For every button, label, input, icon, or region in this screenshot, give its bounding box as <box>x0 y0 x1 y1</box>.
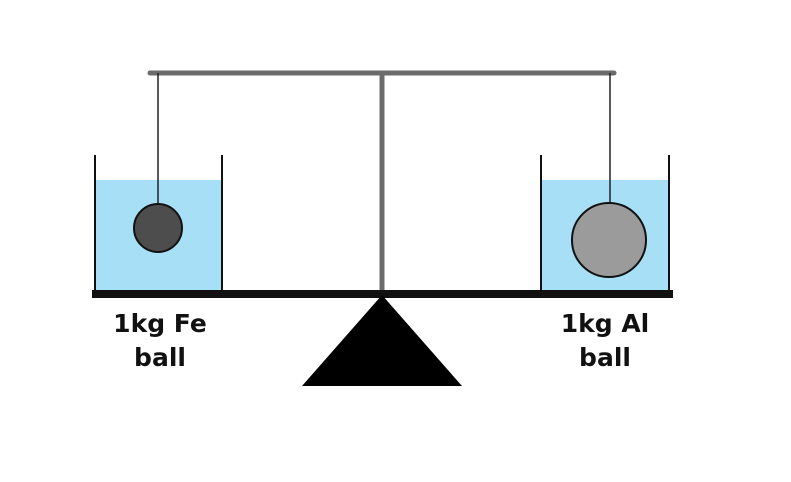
iron-ball <box>133 203 183 253</box>
iron-ball-label-line1: 1kg Fe <box>113 309 207 338</box>
aluminium-ball-label-line1: 1kg Al <box>560 309 650 338</box>
iron-ball-label: 1kg Fe ball <box>60 307 260 375</box>
iron-ball-label-line2: ball <box>134 343 186 372</box>
aluminium-ball <box>571 202 647 278</box>
aluminium-ball-label: 1kg Al ball <box>505 307 705 375</box>
fulcrum-triangle <box>302 295 462 386</box>
balance-beam <box>92 290 673 298</box>
aluminium-ball-label-line2: ball <box>579 343 631 372</box>
